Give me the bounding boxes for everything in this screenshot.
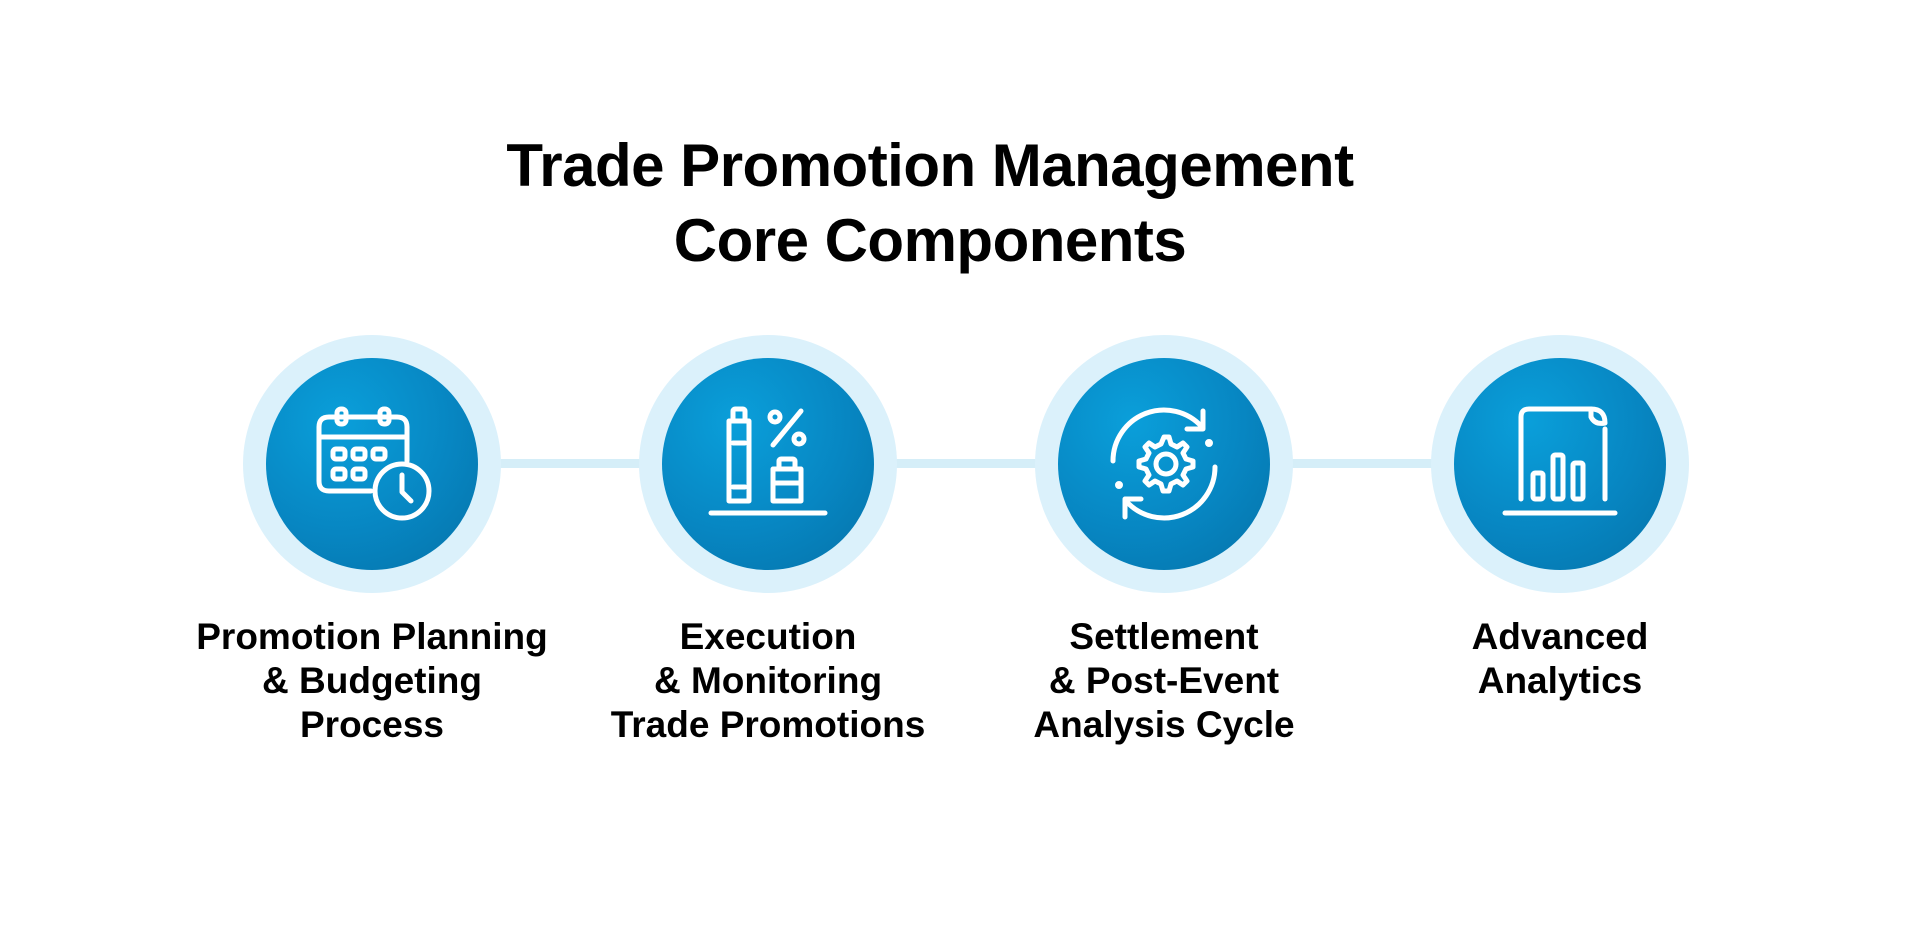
- step-3-icon-badge: [1058, 358, 1270, 570]
- title-line-2: Core Components: [673, 207, 1187, 274]
- step-2-label-line-1: Execution: [679, 616, 857, 657]
- step-1-label-line-1: Promotion Planning: [196, 616, 548, 657]
- step-1-circle: [243, 335, 501, 593]
- step-4-icon-badge: [1454, 358, 1666, 570]
- step-1-icon-badge: [266, 358, 478, 570]
- step-3-circle: [1035, 335, 1293, 593]
- step-3-label: Settlement & Post-Event Analysis Cycle: [954, 615, 1374, 747]
- step-2-label-line-3: Trade Promotions: [610, 704, 926, 745]
- step-2-icon-badge: [662, 358, 874, 570]
- step-4-circle: [1431, 335, 1689, 593]
- step-2-label-line-2: & Monitoring: [653, 660, 883, 701]
- step-3-label-line-2: & Post-Event: [1048, 660, 1280, 701]
- connector-2-3: [886, 459, 1056, 468]
- step-3-label-line-1: Settlement: [1069, 616, 1259, 657]
- step-1-label: Promotion Planning & Budgeting Process: [162, 615, 582, 747]
- page-title: Trade Promotion Management Core Componen…: [0, 128, 1860, 278]
- step-4-label: Advanced Analytics: [1350, 615, 1770, 703]
- step-1-label-line-2: & Budgeting: [262, 660, 482, 701]
- step-2-label: Execution & Monitoring Trade Promotions: [558, 615, 978, 747]
- step-1-label-line-3: Process: [300, 704, 444, 745]
- step-2-circle: [639, 335, 897, 593]
- bottles-percent-icon: [708, 406, 828, 516]
- document-chart-icon: [1502, 406, 1618, 516]
- connector-3-4: [1282, 459, 1452, 468]
- step-4-label-line-2: Analytics: [1477, 660, 1643, 701]
- title-line-1: Trade Promotion Management: [506, 132, 1354, 199]
- calendar-clock-icon: [316, 406, 432, 521]
- step-4-label-line-1: Advanced: [1471, 616, 1649, 657]
- step-3-label-line-3: Analysis Cycle: [1033, 704, 1295, 745]
- connector-1-2: [490, 459, 660, 468]
- gear-cycle-icon: [1110, 407, 1218, 521]
